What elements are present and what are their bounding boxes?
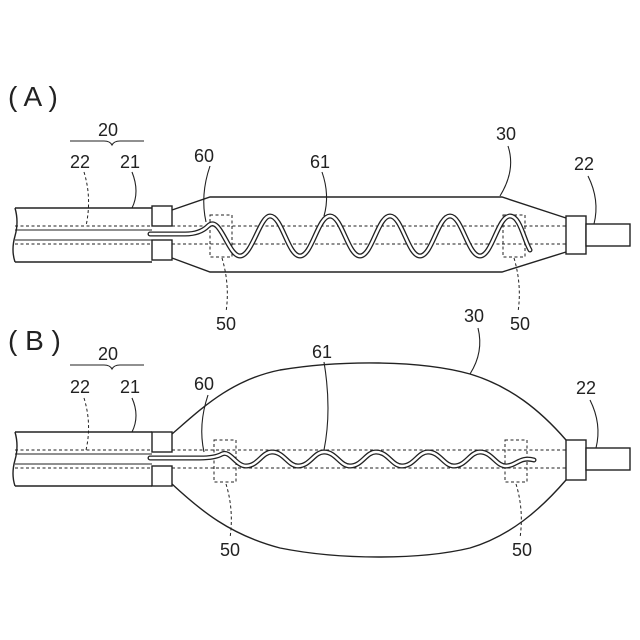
panel-a-catheter-shaft <box>13 208 152 262</box>
panel-a-distal-collar <box>566 216 586 254</box>
panel-b-ref-21: 21 <box>120 377 140 397</box>
panel-b: ( B ) 20 22 21 <box>8 306 630 560</box>
panel-a-balloon <box>172 197 566 272</box>
panel-b-ref-61: 61 <box>312 342 332 362</box>
panel-a-ref-20: 20 <box>98 120 118 140</box>
panel-b-proximal-collar-top <box>152 432 172 452</box>
panel-b-ref-30: 30 <box>464 306 484 326</box>
panel-b-ref-50-left: 50 <box>220 540 240 560</box>
panel-b-ref-60: 60 <box>194 374 214 394</box>
panel-a-ref-50-right: 50 <box>510 314 530 334</box>
panel-a-ref-60: 60 <box>194 146 214 166</box>
panel-a-proximal-collar-bottom <box>152 240 172 260</box>
panel-a-proximal-collar-top <box>152 206 172 226</box>
panel-b-distal-collar <box>566 440 586 480</box>
panel-a-ref-30: 30 <box>496 124 516 144</box>
panel-b-proximal-collar-bottom <box>152 466 172 486</box>
panel-b-label: ( B ) <box>8 325 61 356</box>
panel-a-ref-50-left: 50 <box>216 314 236 334</box>
panel-a-ref-22-tip: 22 <box>574 154 594 174</box>
panel-b-ref-20: 20 <box>98 344 118 364</box>
panel-b-tip <box>586 448 630 470</box>
panel-b-ref-22-inner: 22 <box>70 377 90 397</box>
panel-a: ( A ) 20 22 <box>8 81 630 334</box>
panel-b-ref-22-tip: 22 <box>576 378 596 398</box>
panel-a-ref-21: 21 <box>120 152 140 172</box>
panel-b-ref-50-right: 50 <box>512 540 532 560</box>
panel-a-ref-22-inner: 22 <box>70 152 90 172</box>
panel-a-tip <box>586 224 630 246</box>
panel-b-catheter-shaft <box>13 432 152 486</box>
panel-a-label: ( A ) <box>8 81 58 112</box>
panel-a-ref-61: 61 <box>310 152 330 172</box>
